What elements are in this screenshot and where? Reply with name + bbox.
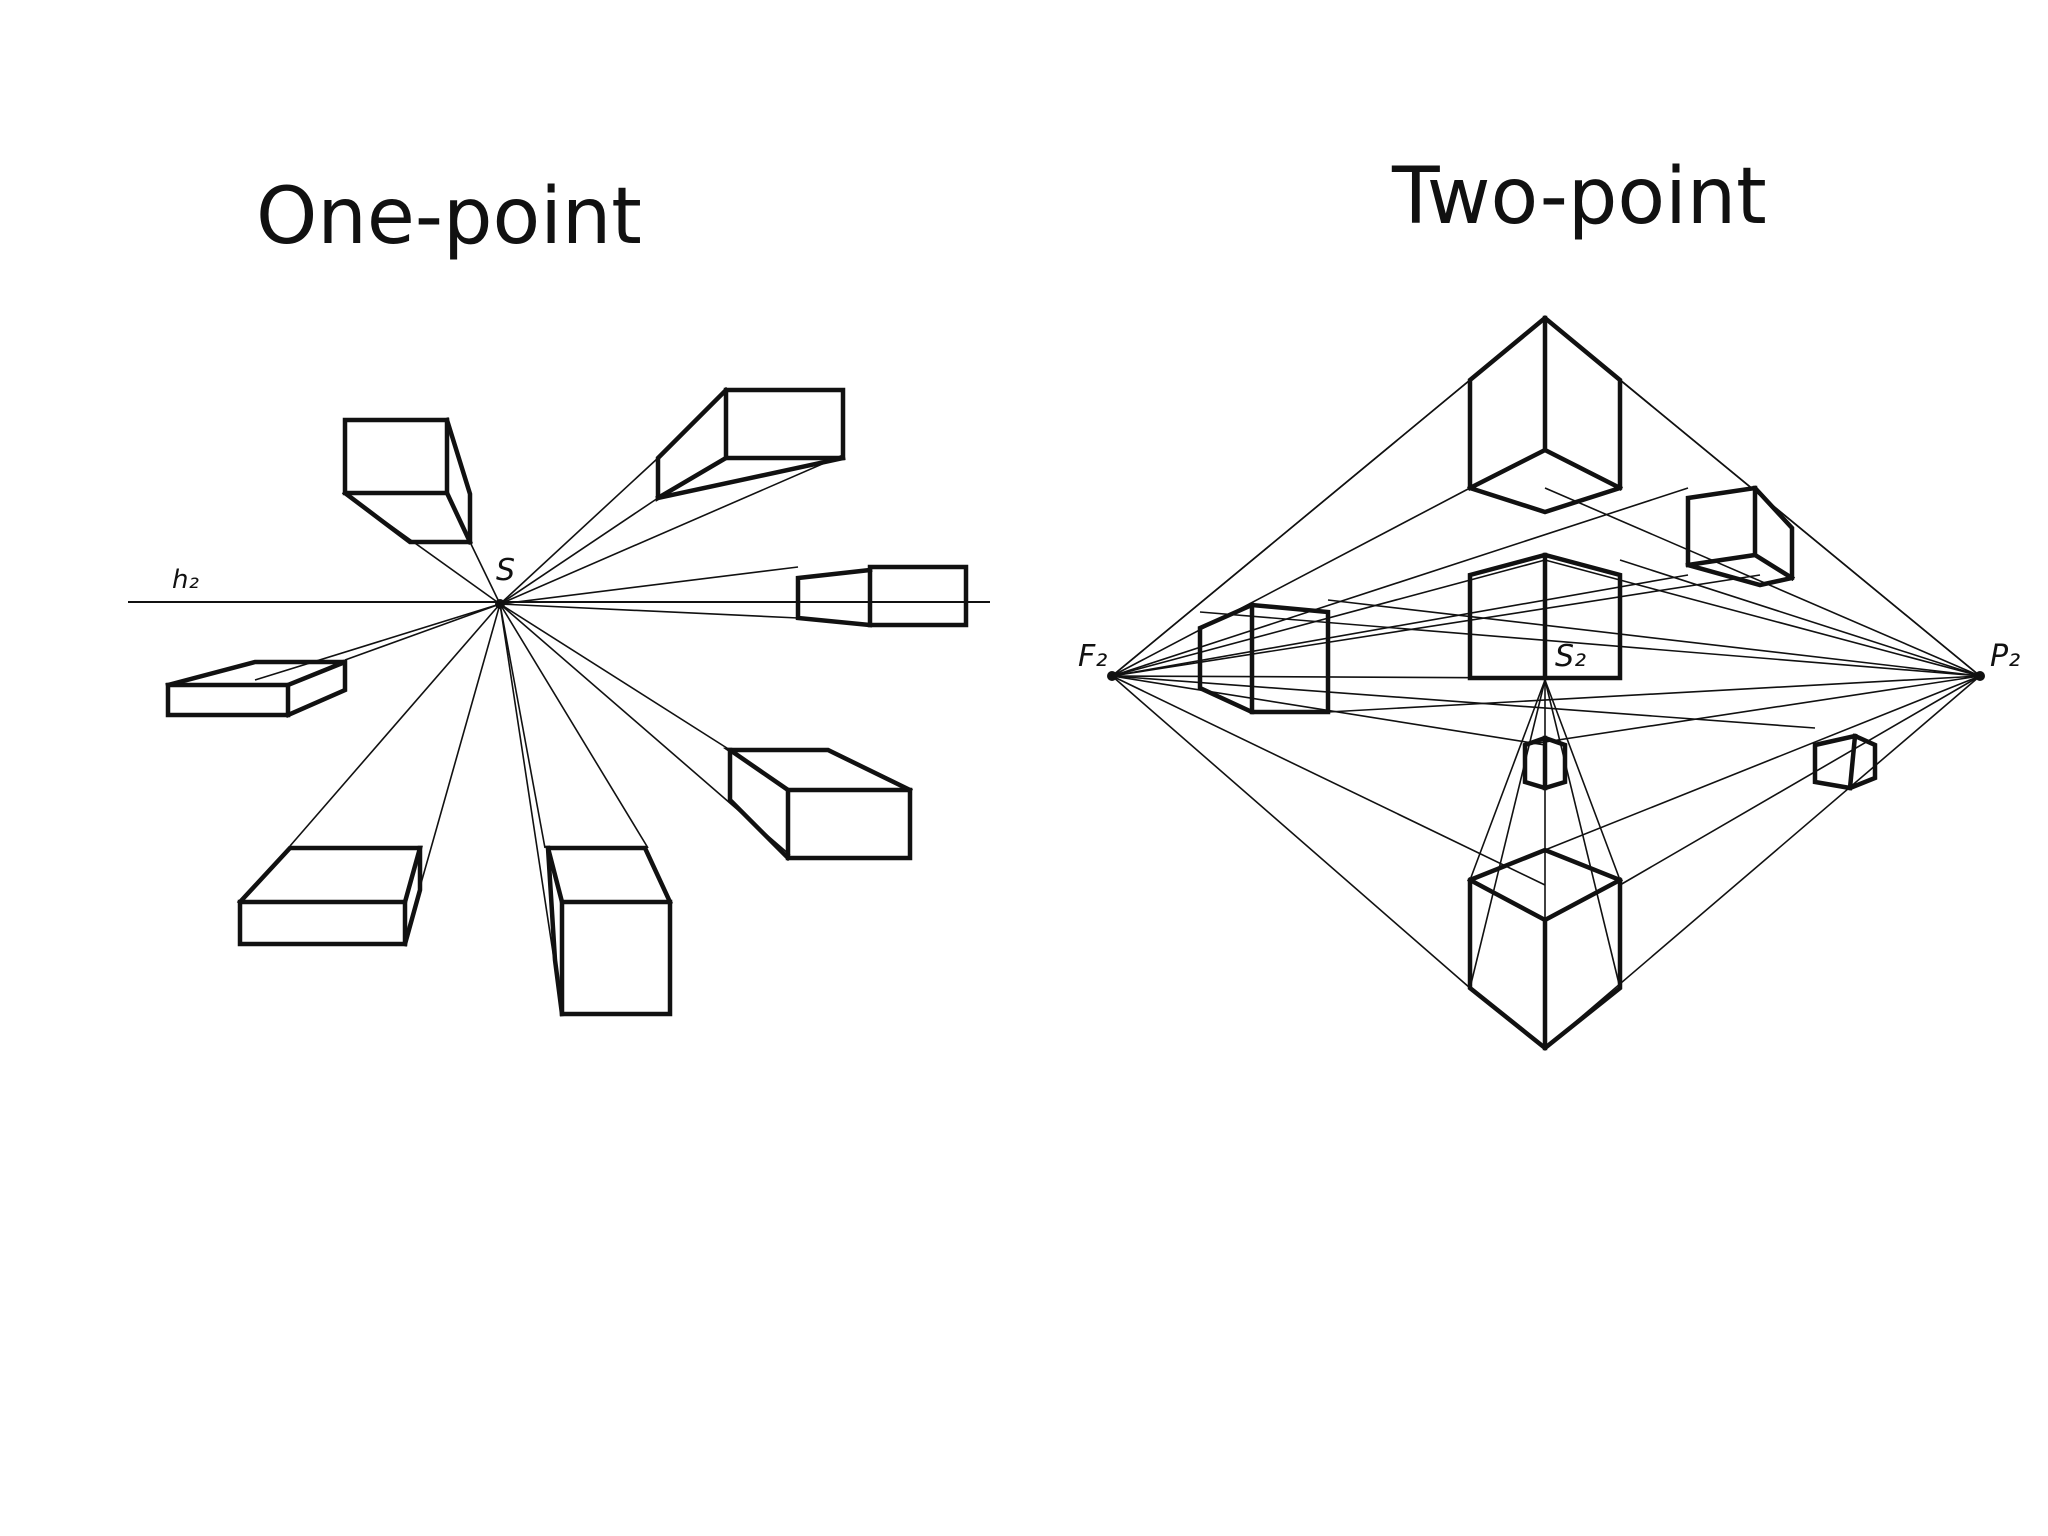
cube-small-center [1522, 735, 1568, 791]
horizon-label: h₂ [172, 565, 199, 595]
cube-top [1466, 315, 1624, 515]
vanishing-point-label: S [496, 553, 515, 588]
cube-left [1197, 602, 1331, 715]
box-upper-right [655, 386, 846, 502]
box-bottom [545, 845, 673, 1017]
two-point-title: Two-point [1392, 152, 1767, 242]
f2-label: F₂ [1078, 639, 1107, 674]
cube-small-right [1812, 733, 1878, 791]
cube-bottom [1466, 847, 1624, 1051]
one-point-title: One-point [256, 172, 642, 262]
box-lower-left [236, 845, 423, 947]
p2-label: P₂ [1990, 639, 2020, 674]
box-upper-left [341, 417, 473, 545]
box-lower-right [722, 747, 914, 862]
two-point-diagram: F₂ P₂ S₂ [1078, 315, 2020, 1051]
cube-center [1467, 552, 1623, 681]
box-left [165, 659, 348, 718]
one-point-diagram: h₂ S [128, 386, 990, 1017]
box-right-on-horizon [795, 564, 969, 628]
cube-upper-right [1685, 485, 1796, 588]
convergence-lines [254, 454, 844, 1013]
s2-label: S₂ [1555, 639, 1586, 674]
